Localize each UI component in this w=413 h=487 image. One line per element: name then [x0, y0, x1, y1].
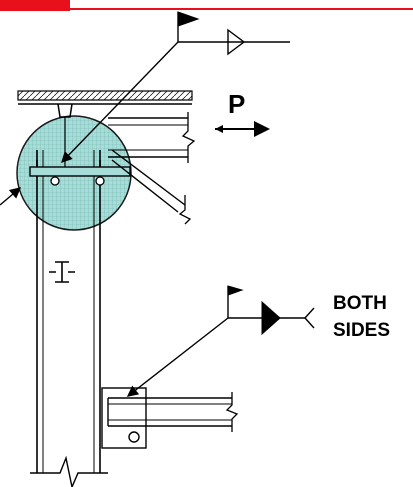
load-indicator: P	[215, 89, 270, 137]
detail-leader-arrow	[0, 187, 22, 206]
column-cross-section-icon	[49, 261, 75, 283]
weld-tail-icon	[304, 307, 315, 329]
header-accent	[0, 0, 413, 11]
lower-seat-connection	[101, 387, 239, 449]
lower-weld-callout	[126, 285, 315, 397]
weld-note-line2: SIDES	[333, 320, 390, 341]
filled-fillet-weld-icon	[261, 300, 281, 336]
field-weld-flag-icon-2	[227, 285, 244, 296]
floor-deck	[17, 90, 193, 105]
weld-note-line1: BOTH	[333, 293, 387, 314]
steel-column	[30, 150, 108, 487]
bolt-hole-icon	[128, 431, 140, 443]
diagonal-brace	[111, 149, 192, 225]
column-break-line-icon	[30, 455, 108, 487]
fillet-weld-symbol-icon	[227, 28, 246, 56]
field-weld-flag-icon	[177, 11, 200, 27]
header-accent-red	[0, 0, 70, 11]
lower-beam-break-line-icon	[225, 392, 239, 432]
top-weld-callout	[61, 11, 290, 164]
load-label: P	[228, 89, 245, 119]
beam-break-line-icon	[181, 112, 196, 163]
